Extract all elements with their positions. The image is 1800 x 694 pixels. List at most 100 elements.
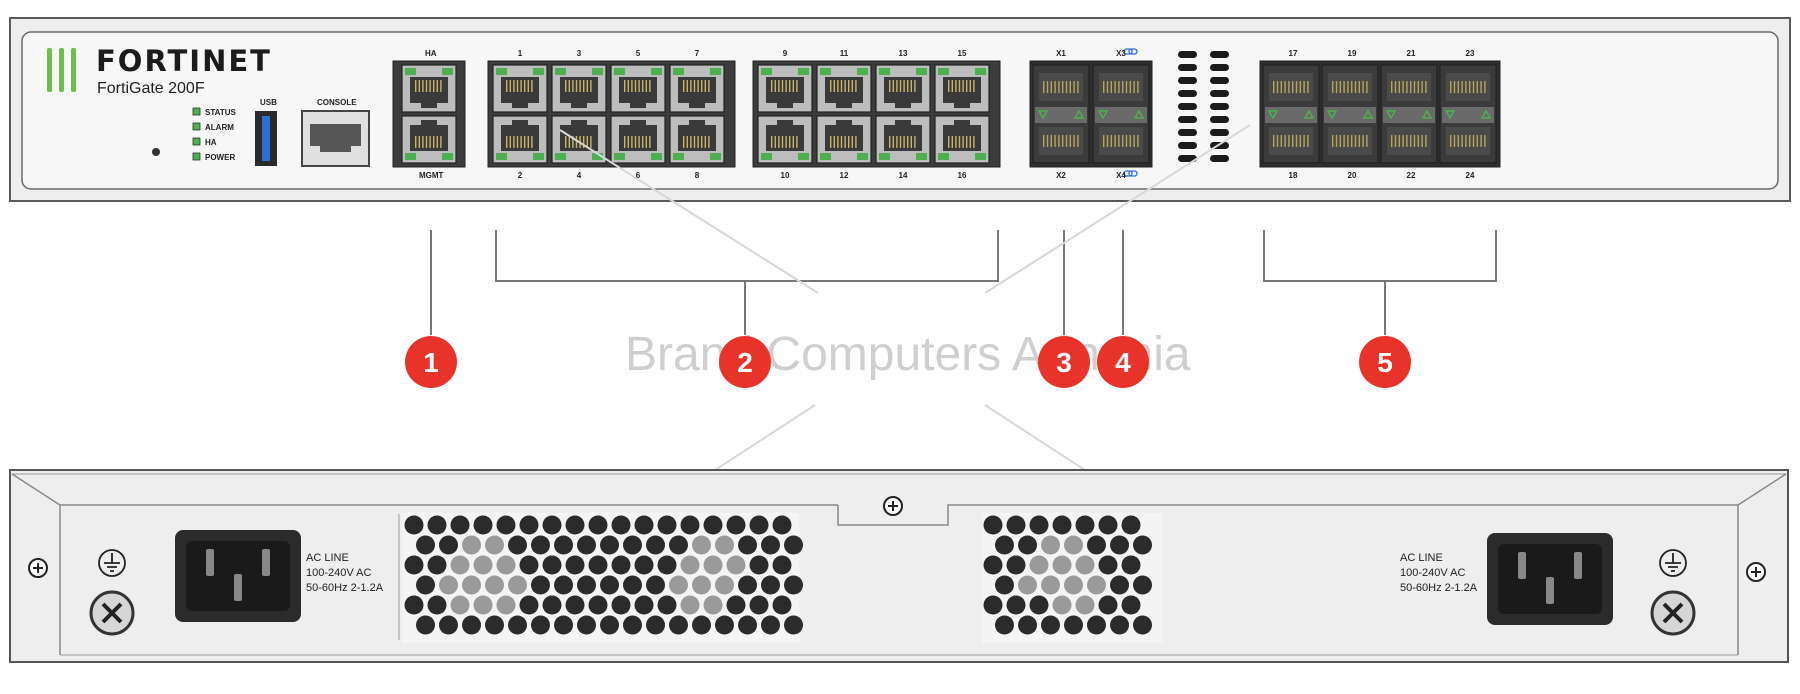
- mgmt-label: MGMT: [419, 171, 444, 180]
- port-rj45[interactable]: [757, 64, 813, 113]
- ground-terminal-left: [89, 549, 135, 636]
- port-rj45[interactable]: [551, 64, 607, 113]
- logo-text: FORTINET: [96, 44, 272, 78]
- port-rj45[interactable]: [610, 115, 666, 164]
- port-number-label: 10: [781, 171, 790, 180]
- port-number-label: 14: [899, 171, 908, 180]
- port-rj45[interactable]: [610, 64, 666, 113]
- callout-2: 2: [719, 336, 771, 388]
- callout-5: 5: [1359, 336, 1411, 388]
- port-mgmt[interactable]: [401, 115, 457, 164]
- port-number-label: 12: [840, 171, 849, 180]
- port-number-label: X1: [1056, 49, 1066, 58]
- console-label: CONSOLE: [317, 98, 357, 107]
- port-number-label: 11: [840, 49, 849, 58]
- port-ha[interactable]: [401, 64, 457, 113]
- svg-text:100-240V AC: 100-240V AC: [1400, 567, 1465, 579]
- sfp-port[interactable]: [1380, 64, 1438, 164]
- chassis-screw-right: [1746, 562, 1766, 582]
- port-number-label: 7: [695, 49, 700, 58]
- front-vents: [1178, 51, 1229, 162]
- link-chain-icon: [1123, 170, 1138, 177]
- front-panel: FORTINET FortiGate 200F STATUS ALARM HA …: [9, 17, 1791, 202]
- rear-panel: AC LINE 100-240V AC 50-60Hz 2-1.2A AC LI…: [9, 469, 1789, 663]
- chassis-screw-left: [28, 558, 48, 578]
- port-number-label: X4: [1116, 171, 1126, 180]
- sfp-port[interactable]: [1262, 64, 1320, 164]
- port-rj45[interactable]: [816, 115, 872, 164]
- ac-inlet-right[interactable]: [1487, 533, 1613, 625]
- port-rj45[interactable]: [875, 115, 931, 164]
- port-number-label: 1: [518, 49, 523, 58]
- port-number-label: 18: [1289, 171, 1298, 180]
- ac-rating-right: AC LINE 100-240V AC 50-60Hz 2-1.2A: [1400, 552, 1478, 594]
- port-number-label: 8: [695, 171, 700, 180]
- ha-label: HA: [425, 49, 437, 58]
- callout-4: 4: [1097, 336, 1149, 388]
- svg-text:1: 1: [423, 347, 439, 378]
- port-number-label: 19: [1348, 49, 1357, 58]
- led-alarm-label: ALARM: [205, 123, 234, 132]
- svg-text:4: 4: [1115, 347, 1131, 378]
- port-rj45[interactable]: [757, 115, 813, 164]
- callout-3: 3: [1038, 336, 1090, 388]
- led-power-label: POWER: [205, 153, 235, 162]
- port-rj45[interactable]: [934, 115, 990, 164]
- port-number-label: 20: [1348, 171, 1357, 180]
- console-port[interactable]: CONSOLE: [301, 98, 370, 167]
- status-leds: STATUS ALARM HA POWER: [192, 107, 236, 162]
- svg-text:50-60Hz 2-1.2A: 50-60Hz 2-1.2A: [306, 582, 384, 594]
- led-status-label: STATUS: [205, 108, 236, 117]
- fan-grille-right: [982, 513, 1163, 643]
- callout-1: 1: [405, 336, 457, 388]
- port-number-label: 3: [577, 49, 582, 58]
- port-rj45[interactable]: [669, 115, 725, 164]
- callout-lines: [430, 230, 1497, 335]
- ac-inlet-left[interactable]: [175, 530, 301, 622]
- port-number-label: 24: [1466, 171, 1475, 180]
- port-number-label: 13: [899, 49, 908, 58]
- port-rj45[interactable]: [934, 64, 990, 113]
- link-chain-icon: [1123, 48, 1138, 55]
- port-rj45[interactable]: [492, 64, 548, 113]
- port-number-label: 23: [1466, 49, 1475, 58]
- ground-terminal-right: [1650, 549, 1696, 636]
- sfp-port[interactable]: [1092, 64, 1150, 164]
- reset-button[interactable]: [152, 148, 160, 156]
- sfp-port[interactable]: [1439, 64, 1497, 164]
- svg-text:AC LINE: AC LINE: [1400, 552, 1443, 564]
- port-number-label: 4: [577, 171, 582, 180]
- port-number-label: 21: [1407, 49, 1416, 58]
- svg-text:3: 3: [1056, 347, 1072, 378]
- port-rj45[interactable]: [816, 64, 872, 113]
- sfp-port[interactable]: [1032, 64, 1090, 164]
- fortinet-logo: FORTINET FortiGate 200F: [47, 44, 272, 97]
- port-number-label: 5: [636, 49, 641, 58]
- port-rj45[interactable]: [551, 115, 607, 164]
- svg-text:50-60Hz 2-1.2A: 50-60Hz 2-1.2A: [1400, 582, 1478, 594]
- ha-mgmt-ports: HA MGMT: [392, 49, 466, 180]
- svg-text:100-240V AC: 100-240V AC: [306, 567, 371, 579]
- watermark-text: Brand Computers Armenia: [625, 328, 1191, 381]
- port-number-label: X2: [1056, 171, 1066, 180]
- port-rj45[interactable]: [669, 64, 725, 113]
- usb-label: USB: [260, 98, 277, 107]
- port-number-label: 9: [783, 49, 788, 58]
- sfp-port[interactable]: [1321, 64, 1379, 164]
- led-ha-label: HA: [205, 138, 217, 147]
- port-rj45[interactable]: [875, 64, 931, 113]
- port-number-label: 15: [958, 49, 967, 58]
- usb-port[interactable]: USB: [255, 98, 277, 166]
- chassis-screw-top: [883, 496, 903, 516]
- rj45-group-2: 9 11 13 15 10 12 14 16: [752, 49, 1001, 180]
- svg-text:2: 2: [737, 347, 753, 378]
- port-number-label: 16: [958, 171, 967, 180]
- port-number-label: 17: [1289, 49, 1298, 58]
- port-rj45[interactable]: [492, 115, 548, 164]
- svg-text:5: 5: [1377, 347, 1393, 378]
- fan-grille-left: [402, 513, 803, 643]
